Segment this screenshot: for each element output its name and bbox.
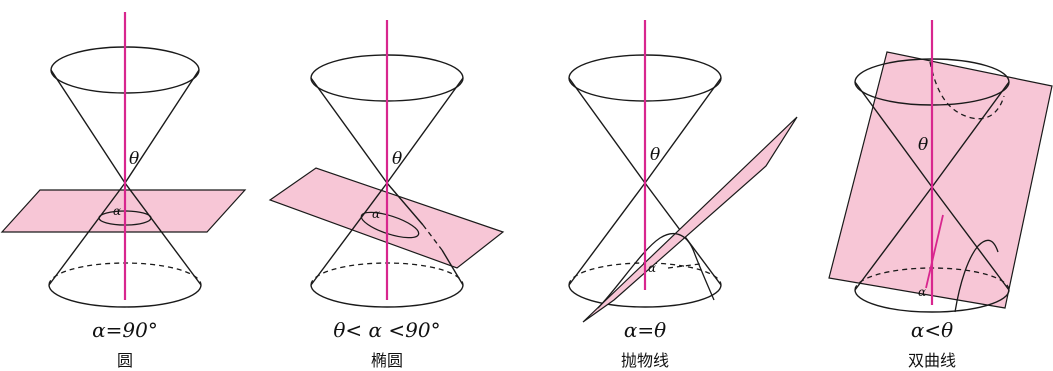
panel-ellipse: θ α θ< α <90° 椭圆 bbox=[268, 20, 505, 370]
cone-generator bbox=[931, 81, 1010, 188]
alpha-label: α bbox=[113, 204, 121, 218]
curve-name: 椭圆 bbox=[371, 351, 403, 370]
panel-circle: θ α α=90° 圆 bbox=[0, 12, 247, 370]
parallel-axis-trace bbox=[925, 214, 944, 289]
cone-generator bbox=[50, 69, 126, 184]
cone-generator bbox=[854, 186, 933, 291]
condition-label: θ< α <90° bbox=[333, 318, 440, 342]
panel-hyperbola: θ α α<θ 双曲线 bbox=[828, 20, 1053, 370]
cone-generator bbox=[48, 182, 126, 286]
curve-name: 抛物线 bbox=[621, 351, 669, 370]
theta-label: θ bbox=[918, 135, 928, 155]
condition-label: α=θ bbox=[624, 318, 666, 342]
cone-generator bbox=[124, 69, 200, 184]
panel-parabola: θ α α=θ 抛物线 bbox=[568, 20, 798, 370]
curve-name: 圆 bbox=[117, 351, 133, 370]
lower-cone-front-rim bbox=[310, 284, 464, 308]
cutting-plane bbox=[582, 116, 798, 323]
lower-hyperbola-branch bbox=[954, 239, 999, 313]
alpha-label: α bbox=[648, 261, 656, 275]
condition-label: α=90° bbox=[92, 318, 158, 342]
condition-label: α<θ bbox=[911, 318, 953, 342]
lower-cone-front-rim bbox=[568, 284, 722, 308]
cone-generator bbox=[644, 77, 722, 184]
cone-generator bbox=[310, 77, 388, 184]
cone-generator bbox=[441, 249, 464, 286]
lower-cone-front-rim bbox=[48, 284, 202, 308]
cone-generator bbox=[386, 77, 464, 184]
alpha-label: α bbox=[372, 207, 380, 221]
alpha-label: α bbox=[918, 285, 926, 299]
cone-generator bbox=[568, 182, 646, 286]
cone-generator bbox=[124, 182, 202, 286]
theta-label: θ bbox=[650, 145, 660, 165]
theta-label: θ bbox=[392, 149, 402, 169]
cone-generator bbox=[386, 182, 424, 226]
cutting-plane bbox=[828, 51, 1053, 309]
cone-generator bbox=[854, 81, 933, 188]
cone-generator bbox=[310, 182, 388, 286]
cone-generator bbox=[568, 77, 646, 184]
parabola-section bbox=[597, 233, 715, 309]
cone-generator bbox=[931, 186, 1010, 291]
curve-name: 双曲线 bbox=[908, 351, 956, 370]
theta-label: θ bbox=[129, 149, 139, 169]
upper-hyperbola-branch bbox=[929, 61, 1005, 120]
lower-cone-front-rim bbox=[854, 289, 1010, 313]
